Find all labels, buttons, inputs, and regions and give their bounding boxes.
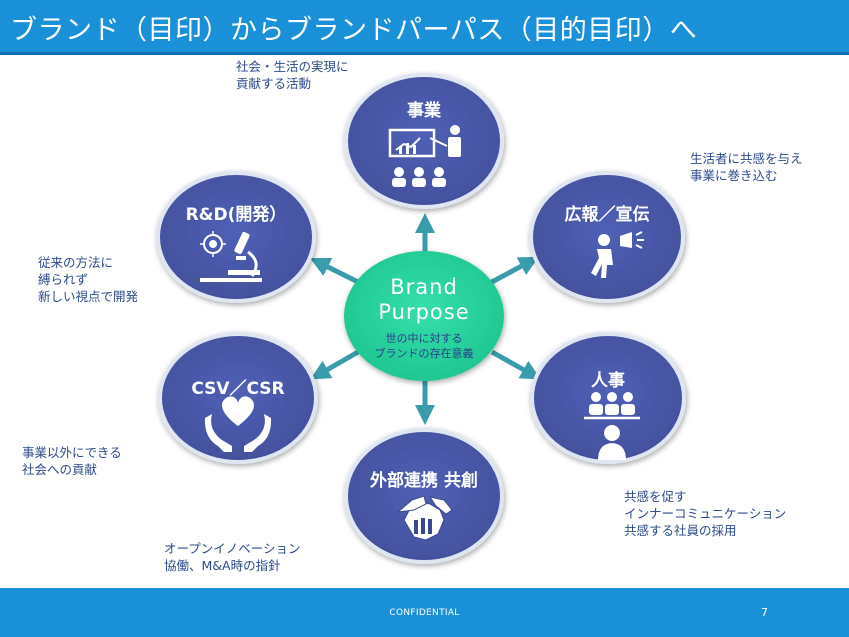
note-line: 社会への貢献 xyxy=(22,462,98,477)
node-label-csv: CSV／CSR xyxy=(191,379,285,399)
note-line: 生活者に共感を与え xyxy=(690,151,803,166)
note-line: 事業以外にできる xyxy=(22,445,122,460)
node-business xyxy=(344,73,504,209)
confidential-label: CONFIDENTIAL xyxy=(389,608,460,618)
note-rnd: 従来の方法に 縛られず 新しい視点で開発 xyxy=(38,254,138,305)
note-line: 従来の方法に xyxy=(38,255,114,270)
center-node xyxy=(344,251,504,381)
footer-bar: CONFIDENTIAL 7 xyxy=(0,588,849,637)
note-line: 事業に巻き込む xyxy=(690,168,778,183)
presentation-icon xyxy=(388,125,461,187)
note-line: 社会・生活の実現に xyxy=(236,59,349,74)
center-sub-line2: ブランドの存在意義 xyxy=(374,347,474,360)
node-label-partner: 外部連携 共創 xyxy=(370,471,478,491)
note-line: 共感する社員の採用 xyxy=(624,523,737,538)
note-line: 新しい視点で開発 xyxy=(38,289,139,304)
arrows xyxy=(309,213,541,425)
audience-icon xyxy=(584,392,640,460)
note-line: オープンイノベーション xyxy=(164,541,301,556)
microscope-icon xyxy=(200,231,262,282)
title-bar: ブランド（目印）からブランドパーパス（目的目印）へ xyxy=(0,0,849,55)
arrow-rnd xyxy=(309,257,362,286)
arrow-csv xyxy=(310,349,360,380)
slide-title: ブランド（目印）からブランドパーパス（目的目印）へ xyxy=(10,15,698,46)
note-business: 社会・生活の実現に 貢献する活動 xyxy=(236,58,349,92)
center-title-line1: Brand xyxy=(390,275,458,299)
node-rnd xyxy=(156,171,316,303)
note-csv: 事業以外にできる 社会への貢献 xyxy=(22,444,122,478)
note-line: 貢献する活動 xyxy=(236,76,312,91)
node-label-rnd: R&D(開発） xyxy=(185,205,287,225)
page-number: 7 xyxy=(761,606,768,619)
note-line: 協働、M&A時の指針 xyxy=(164,558,281,573)
note-line: インナーコミュニケーション xyxy=(624,506,787,521)
note-line: 縛られず xyxy=(38,272,89,287)
arrow-pr xyxy=(488,256,539,286)
node-label-pr: 広報／宣伝 xyxy=(564,205,650,225)
center-title-line2: Purpose xyxy=(378,300,470,324)
center-sub-line1: 世の中に対する xyxy=(385,332,463,345)
arrow-hr xyxy=(490,349,541,380)
node-csv xyxy=(158,332,318,464)
node-label-business: 事業 xyxy=(407,101,441,121)
stacked-hands-icon xyxy=(396,495,453,541)
note-line: 共感を促す xyxy=(624,489,687,504)
note-pr: 生活者に共感を与え 事業に巻き込む xyxy=(690,150,803,184)
heart-hands-icon xyxy=(204,396,272,452)
node-label-hr: 人事 xyxy=(591,371,625,391)
note-hr: 共感を促す インナーコミュニケーション 共感する社員の採用 xyxy=(624,488,786,539)
note-partner: オープンイノベーション 協働、M&A時の指針 xyxy=(164,540,301,574)
megaphone-icon xyxy=(591,231,644,278)
